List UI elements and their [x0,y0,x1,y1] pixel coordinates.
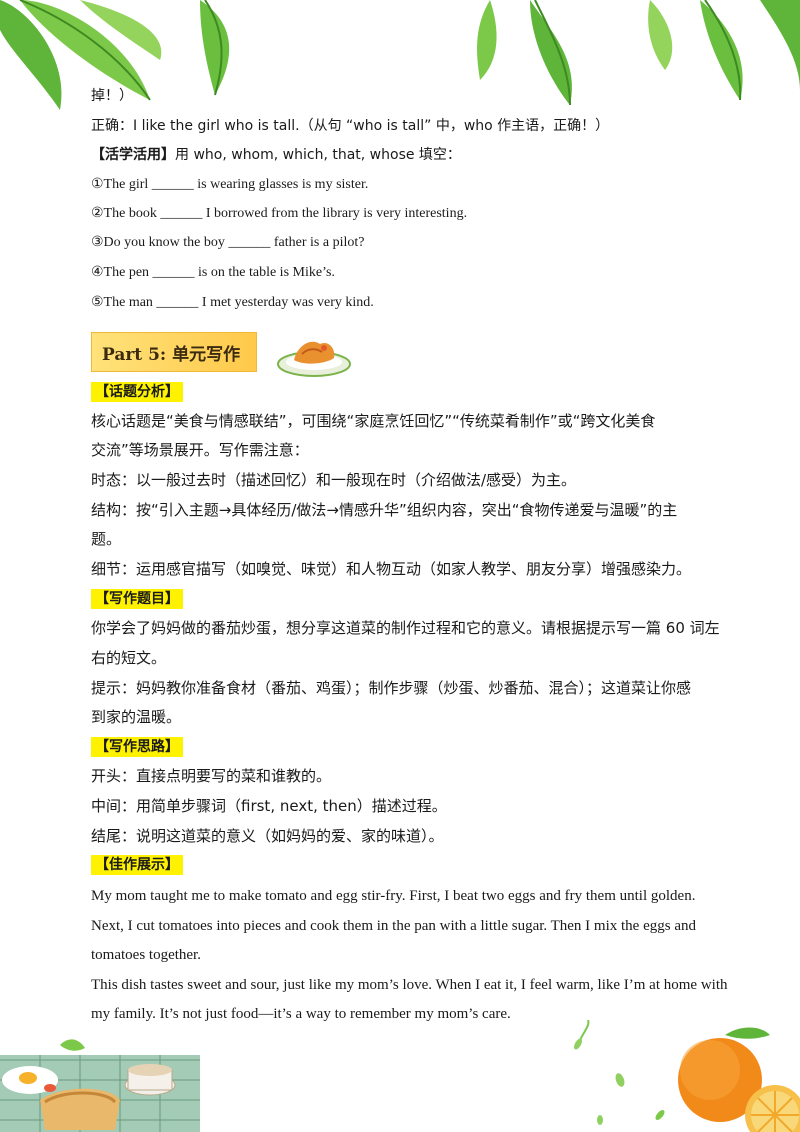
ideas-line-1: 开头：直接点明要写的菜和谁教的。 [91,767,332,785]
part5-header: Part 5: 单元写作 [91,332,391,378]
topic-label: 【话题分析】 [91,382,183,402]
topic-label-wrap: 【话题分析】 [91,382,183,402]
topic-line-3: 时态：以一般过去时（描述回忆）和一般现在时（介绍做法/感受）为主。 [91,471,577,489]
prompt-label-wrap: 【写作题目】 [91,589,183,609]
sample-line-2: Next, I cut tomatoes into pieces and coo… [91,918,696,934]
prompt-line-1: 你学会了妈妈做的番茄炒蛋，想分享这道菜的制作过程和它的意义。请根据提示写一篇 6… [91,619,720,637]
sample-label: 【佳作展示】 [91,855,183,875]
prompt-line-4: 到家的温暖。 [91,708,182,726]
leaf-decoration-top-left [0,0,230,110]
practice-intro: 用 who, whom, which, that, whose 填空： [175,147,461,163]
practice-heading: 【活学活用】用 who, whom, which, that, whose 填空… [91,145,461,165]
text-line-continuation: 掉！） [91,88,133,104]
practice-label: 【活学活用】 [91,147,175,163]
sample-line-1: My mom taught me to make tomato and egg … [91,888,696,904]
sample-line-3: tomatoes together. [91,947,201,963]
dish-icon [277,341,351,377]
breakfast-illustration [0,1039,200,1132]
topic-line-5: 题。 [91,530,122,548]
topic-line-2: 交流”等场景展开。写作需注意： [91,441,309,459]
ideas-label-wrap: 【写作思路】 [91,737,183,757]
topic-line-1: 核心话题是“美食与情感联结”，可围绕“家庭烹饪回忆”“传统菜肴制作”或“跨文化美… [91,412,656,430]
prompt-label: 【写作题目】 [91,589,183,609]
practice-item-1: ①The girl ______ is wearing glasses is m… [91,177,369,192]
prompt-line-2: 右的短文。 [91,649,167,667]
practice-item-5: ⑤The man ______ I met yesterday was very… [91,295,374,310]
topic-line-4: 结构：按“引入主题→具体经历/做法→情感升华”组织内容，突出“食物传递爱与温暖”… [91,501,678,519]
text-line-correct-example: 正确：I like the girl who is tall.（从句 “who … [91,118,610,134]
part5-title: Part 5: 单元写作 [91,332,257,372]
ideas-line-3: 结尾：说明这道菜的意义（如妈妈的爱、家的味道）。 [91,827,444,845]
prompt-line-3: 提示：妈妈教你准备食材（番茄、鸡蛋）；制作步骤（炒蛋、炒番茄、混合）；这道菜让你… [91,679,692,697]
sample-line-5: my family. It’s not just food—it’s a way… [91,1006,511,1022]
practice-item-4: ④The pen ______ is on the table is Mike’… [91,265,335,280]
sample-label-wrap: 【佳作展示】 [91,855,183,875]
leaf-decoration-top-right [477,0,800,106]
ideas-label: 【写作思路】 [91,737,183,757]
ideas-line-2: 中间：用简单步骤词（first, next, then）描述过程。 [91,797,447,815]
sample-line-4: This dish tastes sweet and sour, just li… [91,977,728,993]
practice-item-3: ③Do you know the boy ______ father is a … [91,235,365,250]
practice-item-2: ②The book ______ I borrowed from the lib… [91,206,468,221]
orange-illustration [574,1020,800,1132]
topic-line-6: 细节：运用感官描写（如嗅觉、味觉）和人物互动（如家人教学、朋友分享）增强感染力。 [91,560,692,578]
